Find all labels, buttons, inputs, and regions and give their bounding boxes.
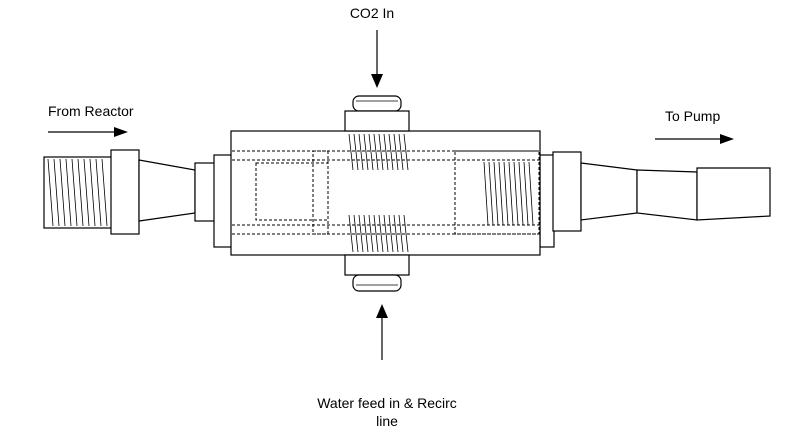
top-port-thread-line [388,133,394,171]
top-port-thread-line [358,133,364,171]
right-insert-thread-line [498,161,504,226]
right-insert-thread-line [513,161,519,226]
bottom-port-thread-line [358,214,364,253]
bottom-port-thread-line [393,214,399,253]
bottom-port-thread-line [398,214,404,253]
water-port-fitting [344,214,410,292]
bottom-port-thread-line [378,214,384,253]
inlet-thread-line [95,158,102,227]
from-reactor-label: From Reactor [48,103,134,119]
top-port-thread-line [348,133,354,171]
inlet-thread-line [53,158,60,227]
bottom-port-thread-line [388,214,394,253]
right-insert-thread-line [493,161,499,226]
bottom-port-thread-line [353,214,359,253]
inlet-thread-line [71,158,78,227]
right-insert-thread-line [503,161,509,226]
inlet-thread-line [89,158,96,227]
co2-port-fitting [344,95,410,171]
right-insert-thread-line [528,161,534,226]
mixing-chamber-body [213,130,555,256]
top-port-thread-line [383,133,389,171]
inlet-thread-line [101,158,108,227]
bottom-port-thread-line [373,214,379,253]
inlet-thread-line [83,158,90,227]
right-insert-thread-line [508,161,514,226]
co2-in-label: CO2 In [350,5,394,21]
right-insert-thread-line [518,161,524,226]
inlet-thread-line [77,158,84,227]
inlet-thread-line [47,158,54,227]
top-port-thread-line [363,133,369,171]
to-pump-arrow [655,134,734,144]
top-port-thread-line [373,133,379,171]
from-reactor-arrow [48,127,128,137]
top-port-thread-line [368,133,374,171]
top-port-thread-line [393,133,399,171]
bottom-port-thread-line [383,214,389,253]
top-port-thread-line [353,133,359,171]
inlet-threaded-fitting [43,149,216,235]
outlet-hose-barb [552,151,771,232]
inlet-thread-line [59,158,66,227]
inlet-thread-line [65,158,72,227]
bottom-port-thread-line [348,214,354,253]
water-feed-label-line2: line [376,413,398,429]
bottom-port-thread-line [403,214,409,253]
top-port-thread-line [398,133,404,171]
water-feed-label-line1: Water feed in & Recirc [317,395,457,411]
right-insert-thread-line [523,161,529,226]
right-insert-thread-line [483,161,489,226]
bottom-port-thread-line [363,214,369,253]
right-insert-thread-line [488,161,494,226]
co2-in-arrow [371,30,383,88]
top-port-thread-line [403,133,409,171]
top-port-thread-line [378,133,384,171]
to-pump-label: To Pump [665,108,720,124]
water-feed-arrow [376,304,388,360]
bottom-port-thread-line [368,214,374,253]
